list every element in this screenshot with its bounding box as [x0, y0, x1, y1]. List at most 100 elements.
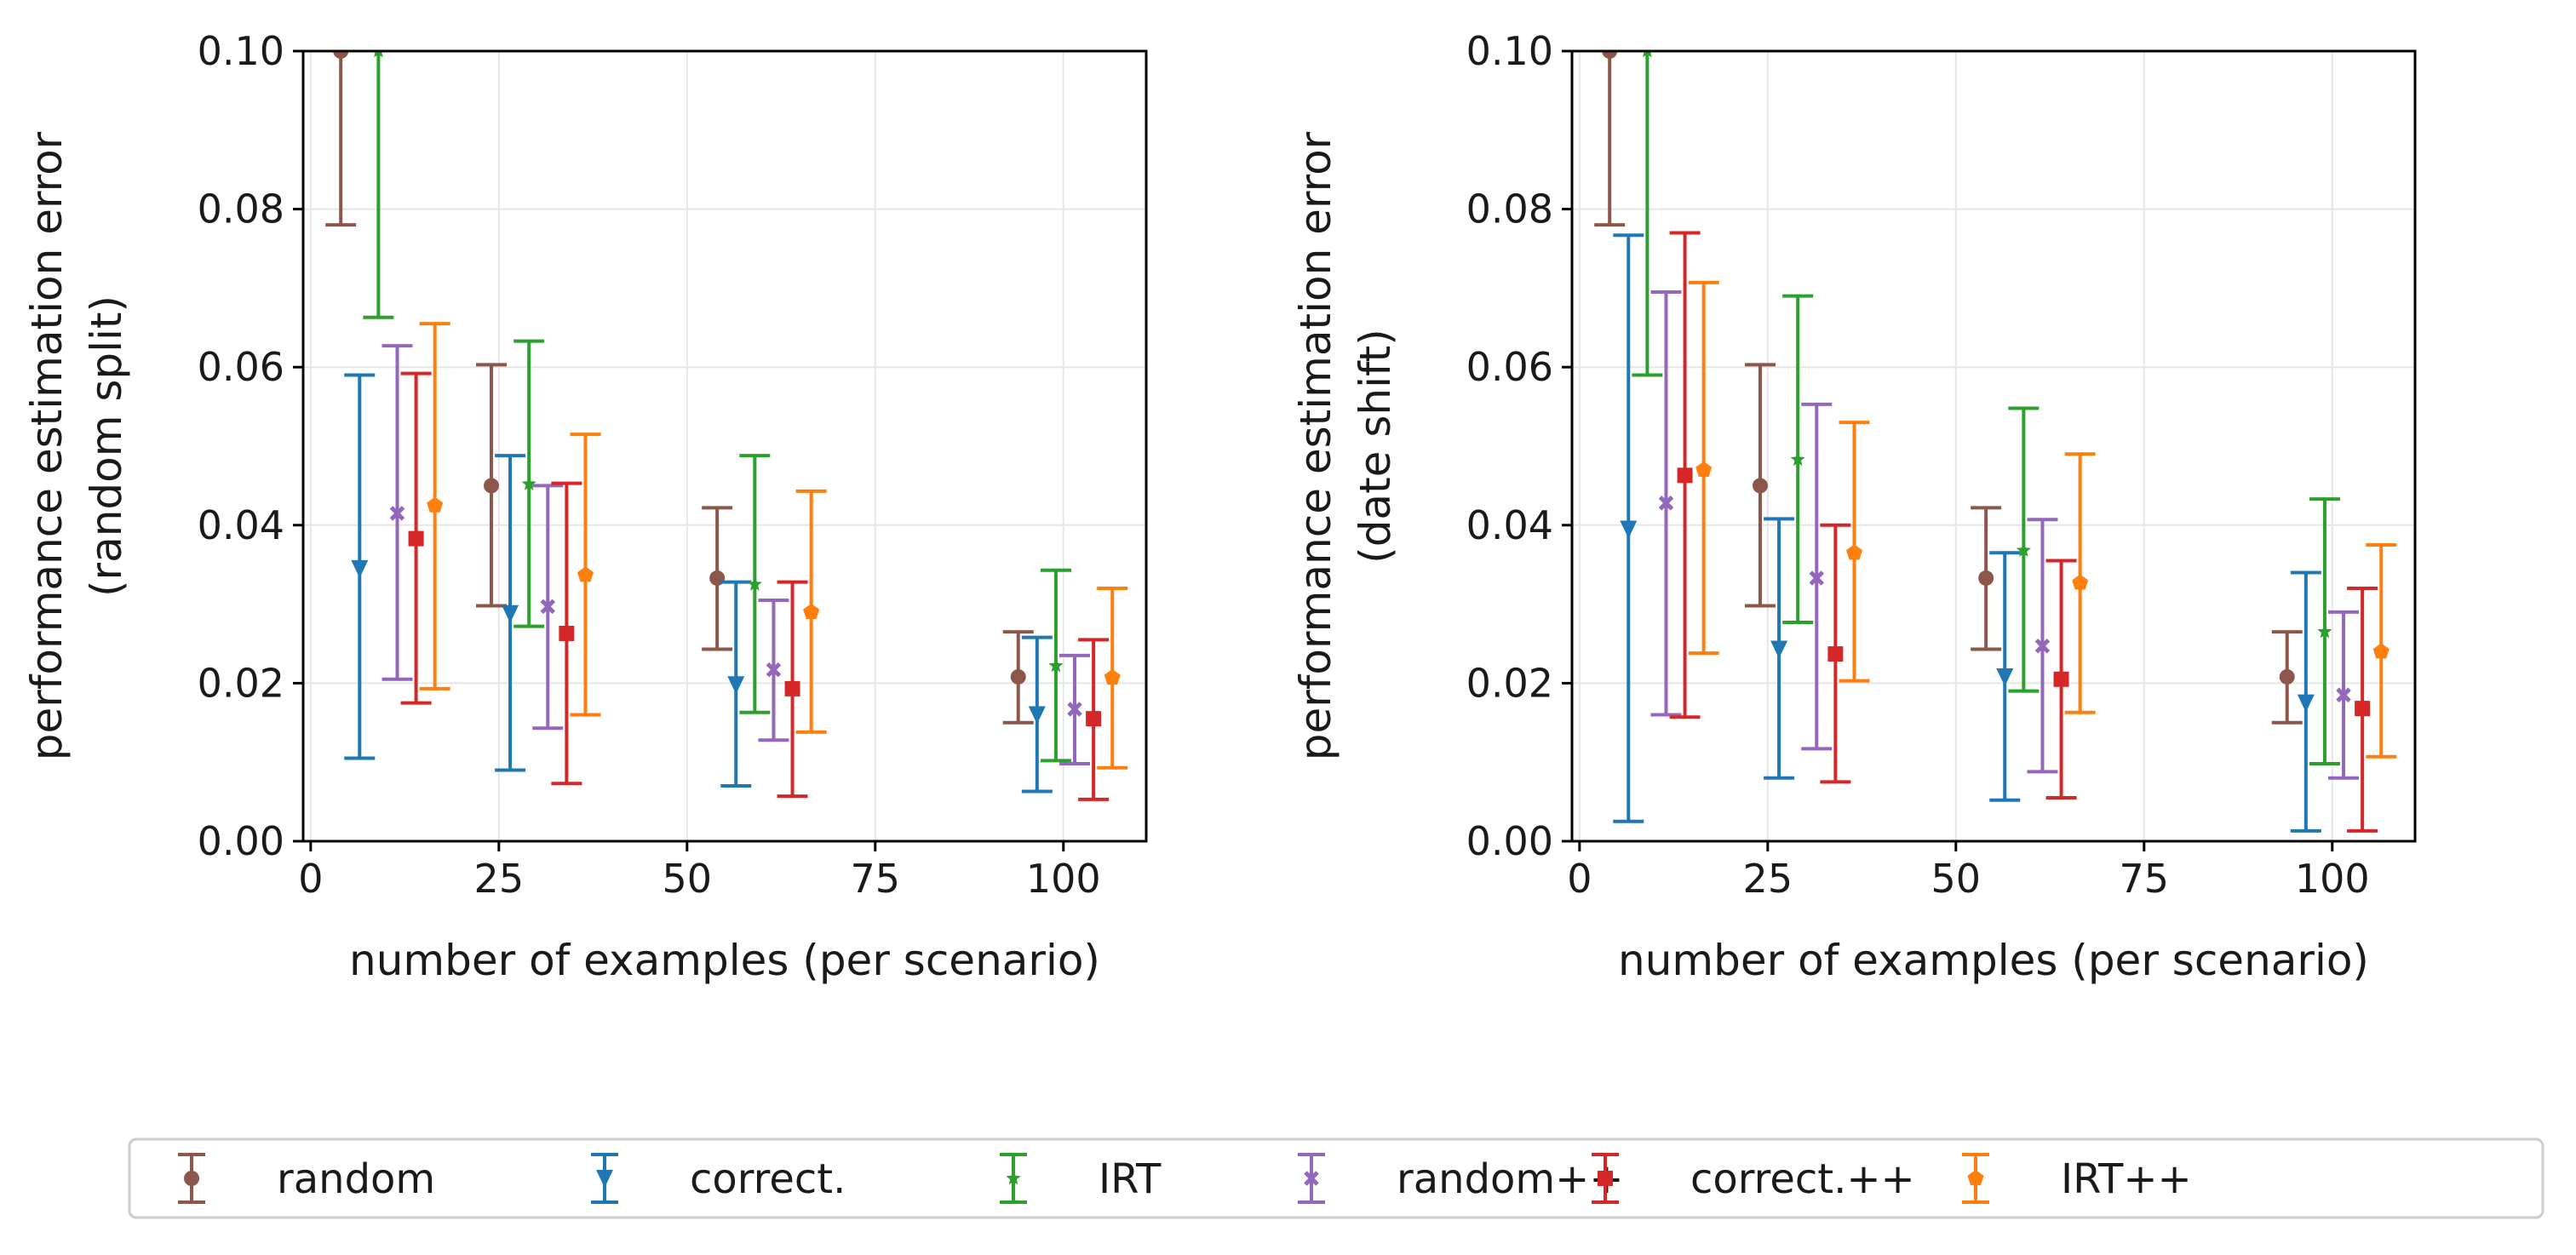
data-point	[1067, 702, 1082, 717]
series-correct-	[1613, 233, 2321, 833]
y-tick-label: 0.06	[198, 344, 284, 390]
data-point	[577, 566, 594, 582]
series-random-	[1650, 290, 2360, 780]
data-point	[333, 51, 349, 59]
data-point	[747, 576, 762, 591]
data-point	[2355, 701, 2371, 717]
data-point	[1695, 461, 1713, 477]
data-point	[1790, 451, 1805, 467]
y-tick-label: 0.08	[1466, 186, 1553, 232]
series-random-	[382, 344, 1091, 766]
data-point	[1996, 668, 2014, 686]
y-tick-label: 0.10	[198, 28, 284, 74]
x-tick-label: 75	[851, 856, 901, 902]
axes-frame	[1570, 49, 2417, 843]
x-tick-label: 50	[1931, 856, 1982, 902]
x-tick-label: 0	[298, 856, 323, 902]
legend-marker	[1304, 1171, 1319, 1186]
data-point	[1752, 478, 1768, 494]
x-tick-label: 25	[1743, 856, 1793, 902]
y-tick-label: 0.04	[1466, 502, 1553, 548]
data-point	[1770, 640, 1788, 659]
y-tick-label: 0.04	[198, 502, 284, 548]
data-point	[803, 603, 820, 619]
data-point	[2336, 687, 2351, 703]
data-point	[559, 625, 575, 641]
legend-box	[128, 1138, 2544, 1219]
y-tick-label: 0.00	[1466, 818, 1553, 864]
data-point	[727, 676, 745, 695]
x-tick-label: 75	[2120, 856, 2170, 902]
y-tick-label: 0.06	[1466, 344, 1553, 390]
legend-item: IRT	[1000, 1153, 1162, 1204]
axes-frame	[301, 49, 1148, 843]
data-point	[374, 51, 383, 58]
legend-marker	[184, 1171, 199, 1186]
data-point	[1809, 570, 1825, 586]
y-tick-label: 0.00	[198, 818, 284, 864]
y-tick-label: 0.02	[1466, 660, 1553, 706]
x-tick-label: 50	[663, 856, 713, 902]
data-point	[2034, 639, 2051, 654]
series-random	[325, 51, 1034, 725]
legend-item: random	[178, 1153, 435, 1204]
data-point	[2016, 542, 2031, 557]
series-correct-	[1669, 231, 2378, 833]
data-point	[1104, 668, 1121, 685]
y-axis-title: (random split)	[82, 295, 131, 597]
data-point	[1846, 544, 1862, 560]
x-axis-title: number of examples (per scenario)	[349, 936, 1100, 985]
data-point	[784, 680, 800, 696]
data-point	[2072, 574, 2089, 590]
legend-marker	[1006, 1171, 1021, 1185]
legend-marker	[1598, 1171, 1613, 1186]
series-random	[1594, 51, 2303, 725]
data-point	[1048, 658, 1064, 673]
legend-item: IRT++	[1962, 1153, 2192, 1204]
plot-area	[1594, 51, 2397, 833]
data-point	[427, 496, 444, 513]
data-point	[1978, 570, 1994, 586]
data-point	[766, 662, 782, 678]
legend-item: correct.	[591, 1153, 846, 1204]
legend-label: random++	[1397, 1155, 1624, 1203]
data-point	[408, 530, 424, 547]
legend-marker	[596, 1170, 613, 1188]
plot-area	[325, 51, 1128, 801]
x-tick-label: 100	[2295, 856, 2370, 902]
data-point	[2053, 671, 2069, 687]
legend-label: IRT	[1099, 1155, 1162, 1203]
data-point	[1658, 496, 1674, 511]
data-point	[1643, 51, 1652, 58]
data-point	[1827, 646, 1844, 662]
data-point	[351, 559, 369, 578]
legend-label: correct.	[690, 1155, 846, 1203]
data-point	[1086, 711, 1102, 727]
data-point	[2317, 624, 2332, 639]
x-tick-label: 0	[1567, 856, 1592, 902]
y-axis-title: performance estimation error	[1291, 131, 1340, 760]
data-point	[1010, 668, 1026, 685]
data-point	[483, 478, 499, 494]
data-point	[502, 605, 519, 623]
data-point	[540, 599, 556, 615]
data-point	[2279, 668, 2295, 685]
series-irt-	[1688, 280, 2397, 759]
data-point	[389, 506, 405, 521]
y-axis-title: (date shift)	[1351, 329, 1400, 564]
y-tick-label: 0.10	[1466, 28, 1553, 74]
legend-marker	[1967, 1170, 1984, 1186]
legend-label: correct.++	[1690, 1155, 1915, 1203]
data-point	[2372, 643, 2390, 659]
legend-item: random++	[1298, 1153, 1624, 1204]
legend-label: IRT++	[2061, 1155, 2192, 1203]
legend-item: correct.++	[1592, 1153, 1915, 1204]
data-point	[2297, 694, 2315, 713]
legend: random correct. IRT random++ correct.++ IRT++	[128, 1138, 2544, 1219]
x-tick-label: 25	[474, 856, 525, 902]
series-correct-	[400, 371, 1110, 801]
y-axis-title: performance estimation error	[22, 131, 72, 760]
